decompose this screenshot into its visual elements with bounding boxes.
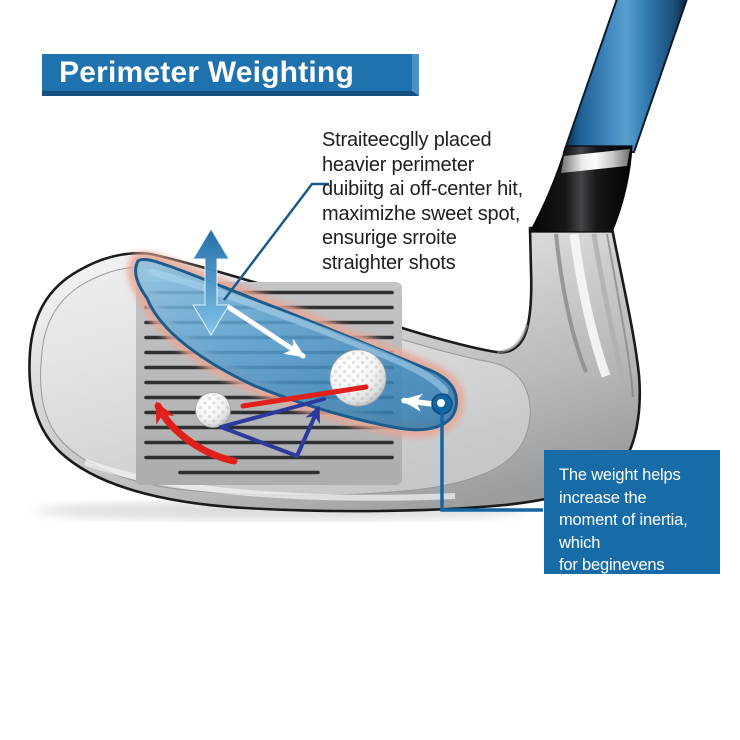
ferrule-silver-band [561, 149, 630, 173]
hosel-edge-line [606, 233, 634, 398]
weight-pointer-arrow [401, 393, 436, 412]
weight-point-marker [431, 393, 453, 415]
hosel-shade-mid [591, 233, 627, 389]
topline-junction-shade [496, 324, 529, 354]
callout-text: The weight helps increase the moment of … [559, 466, 688, 574]
title-banner: Perimeter Weighting [42, 54, 419, 96]
golf-ball-large [329, 349, 387, 407]
annotation-text: Straiteecglly placed heavier perimeter d… [322, 129, 524, 274]
miss-hit-arrow [154, 401, 238, 465]
club-shaft [562, 0, 688, 153]
hosel-shade-dark [554, 233, 588, 373]
callout-box: The weight helps increase the moment of … [544, 450, 720, 574]
shaft-ferrule [528, 145, 633, 233]
ball-path-line [240, 384, 369, 409]
annotation-leader-line [223, 182, 329, 301]
golf-ball-small [195, 392, 231, 428]
sweet-spot-arrow [227, 305, 306, 359]
vertical-double-arrow [192, 228, 230, 336]
deflection-path-arrow [219, 397, 326, 458]
weight-inner-highlight [148, 268, 449, 395]
hosel-highlight [569, 233, 611, 378]
callout-connector-line [440, 413, 543, 512]
sole-highlight [83, 459, 456, 501]
page-title: Perimeter Weighting [59, 55, 354, 89]
